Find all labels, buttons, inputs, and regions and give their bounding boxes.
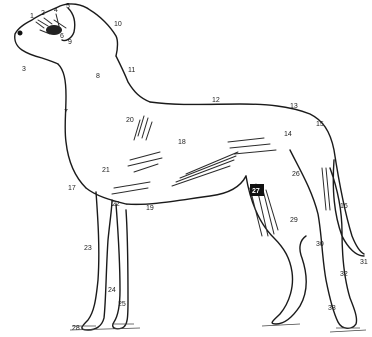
label-7: 7 (64, 109, 68, 116)
label-19: 19 (146, 205, 154, 212)
label-20: 20 (126, 117, 134, 124)
label-24: 24 (108, 287, 116, 294)
label-1: 1 (30, 13, 34, 20)
label-2: 2 (41, 10, 45, 17)
belly-shading (172, 152, 238, 186)
label-27: 27 (252, 188, 260, 195)
elbow-shading (128, 152, 162, 172)
label-16: 16 (340, 203, 348, 210)
hind-leg-near (246, 176, 306, 324)
nose-icon (18, 31, 23, 36)
label-14: 14 (284, 131, 292, 138)
label-11: 11 (128, 67, 135, 74)
neck-back (116, 56, 150, 102)
label-15: 15 (316, 121, 324, 128)
label-32: 32 (340, 271, 348, 278)
label-13: 13 (290, 103, 298, 110)
label-17: 17 (68, 185, 76, 192)
label-10: 10 (114, 21, 122, 28)
chest-underline (86, 176, 246, 204)
label-4: 4 (54, 7, 58, 14)
label-23: 23 (84, 245, 92, 252)
label-33: 33 (328, 305, 336, 312)
label-22: 22 (112, 201, 120, 208)
front-leg-near (82, 192, 112, 330)
chest-shading (112, 182, 150, 194)
label-6: 6 (60, 33, 64, 40)
neck-front (58, 64, 86, 188)
label-25: 25 (118, 301, 126, 308)
label-21: 21 (102, 167, 110, 174)
topline (150, 102, 364, 254)
shoulder-shading (134, 116, 152, 140)
ear-outline (62, 8, 75, 41)
ground-line-front (70, 324, 140, 330)
label-31: 31 (360, 259, 368, 266)
tail-shading (322, 168, 330, 210)
label-5: 5 (66, 3, 70, 10)
ground-line-back (262, 324, 366, 332)
label-30: 30 (316, 241, 324, 248)
label-8: 8 (96, 73, 100, 80)
label-26: 26 (292, 171, 300, 178)
label-9: 9 (68, 39, 72, 46)
front-leg-far (113, 204, 128, 329)
label-18: 18 (178, 139, 186, 146)
label-12: 12 (212, 97, 220, 104)
label-28: 28 (72, 325, 80, 332)
loin-shading (228, 138, 276, 154)
label-29: 29 (290, 217, 298, 224)
label-3: 3 (22, 66, 26, 73)
